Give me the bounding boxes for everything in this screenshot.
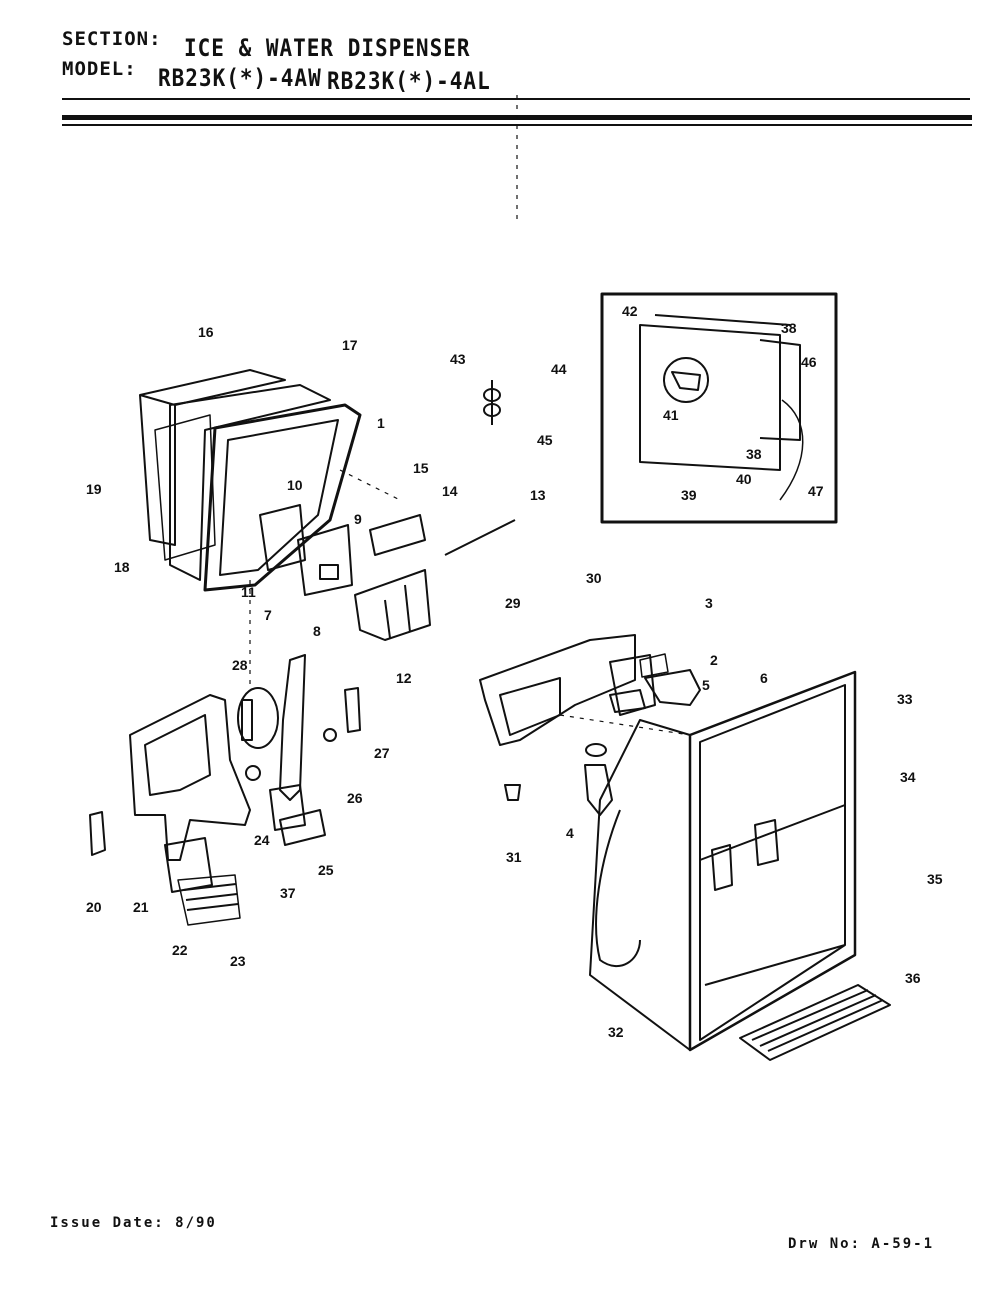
actuator-lever-assembly: [89, 694, 251, 926]
actuator-rod: [444, 519, 516, 556]
part-callout-18: 18: [114, 559, 130, 575]
part-callout-38: 38: [746, 446, 762, 462]
part-callout-24: 24: [254, 832, 270, 848]
part-callout-10: 10: [287, 477, 303, 493]
part-callout-46: 46: [801, 354, 817, 370]
part-callout-15: 15: [413, 460, 429, 476]
part-callout-44: 44: [551, 361, 567, 377]
part-callout-21: 21: [133, 899, 149, 915]
dispenser-body: [589, 670, 857, 1052]
part-callout-41: 41: [663, 407, 679, 423]
part-callout-25: 25: [318, 862, 334, 878]
ice-crusher-assembly: [479, 634, 701, 816]
part-callout-3: 3: [705, 595, 713, 611]
section-label: SECTION:: [62, 28, 162, 50]
part-callout-19: 19: [86, 481, 102, 497]
part-callout-39: 39: [681, 487, 697, 503]
switch-lever: [237, 654, 361, 846]
part-callout-11: 11: [241, 584, 256, 600]
part-callout-27: 27: [374, 745, 390, 761]
ice-chute-housing: [139, 369, 362, 596]
drawing-number: Drw No: A-59-1: [788, 1236, 935, 1252]
part-callout-38: 38: [781, 320, 797, 336]
part-callout-2: 2: [710, 652, 718, 668]
part-callout-30: 30: [586, 570, 602, 586]
part-callout-32: 32: [608, 1024, 624, 1040]
part-callout-6: 6: [760, 670, 768, 686]
model-number-al: RB23K(*)-4AL: [327, 67, 491, 95]
part-callout-26: 26: [347, 790, 363, 806]
water-valve-fitting: [483, 380, 501, 425]
part-callout-45: 45: [537, 432, 553, 448]
part-callout-8: 8: [313, 623, 321, 639]
part-callout-23: 23: [230, 953, 246, 969]
part-callout-17: 17: [342, 337, 358, 353]
section-title: ICE & WATER DISPENSER: [184, 34, 471, 62]
part-callout-40: 40: [736, 471, 752, 487]
part-callout-12: 12: [396, 670, 412, 686]
part-callout-7: 7: [264, 607, 272, 623]
part-callout-37: 37: [280, 885, 296, 901]
part-callout-5: 5: [702, 677, 710, 693]
part-callout-42: 42: [622, 303, 638, 319]
part-callout-33: 33: [897, 691, 913, 707]
part-callout-31: 31: [506, 849, 522, 865]
part-callout-43: 43: [450, 351, 466, 367]
part-callout-20: 20: [86, 899, 102, 915]
issue-date: Issue Date: 8/90: [50, 1215, 217, 1231]
part-callout-28: 28: [232, 657, 248, 673]
model-label: MODEL:: [62, 58, 137, 80]
part-callout-47: 47: [808, 483, 824, 499]
model-number-aw: RB23K(*)-4AW: [158, 64, 322, 92]
header-rule-thin: [62, 98, 970, 100]
part-callout-16: 16: [198, 324, 214, 340]
drip-tray-grille: [739, 984, 891, 1061]
part-callout-1: 1: [377, 415, 385, 431]
part-callout-22: 22: [172, 942, 188, 958]
part-callout-13: 13: [530, 487, 546, 503]
alignment-guides: [249, 95, 691, 736]
part-callout-29: 29: [505, 595, 521, 611]
control-board-inset: [600, 292, 838, 524]
part-callout-36: 36: [905, 970, 921, 986]
part-callout-35: 35: [927, 871, 943, 887]
part-callout-34: 34: [900, 769, 916, 785]
part-callout-14: 14: [442, 483, 458, 499]
part-callout-9: 9: [354, 511, 362, 527]
solenoid-bracket: [354, 514, 431, 641]
part-callout-4: 4: [566, 825, 574, 841]
